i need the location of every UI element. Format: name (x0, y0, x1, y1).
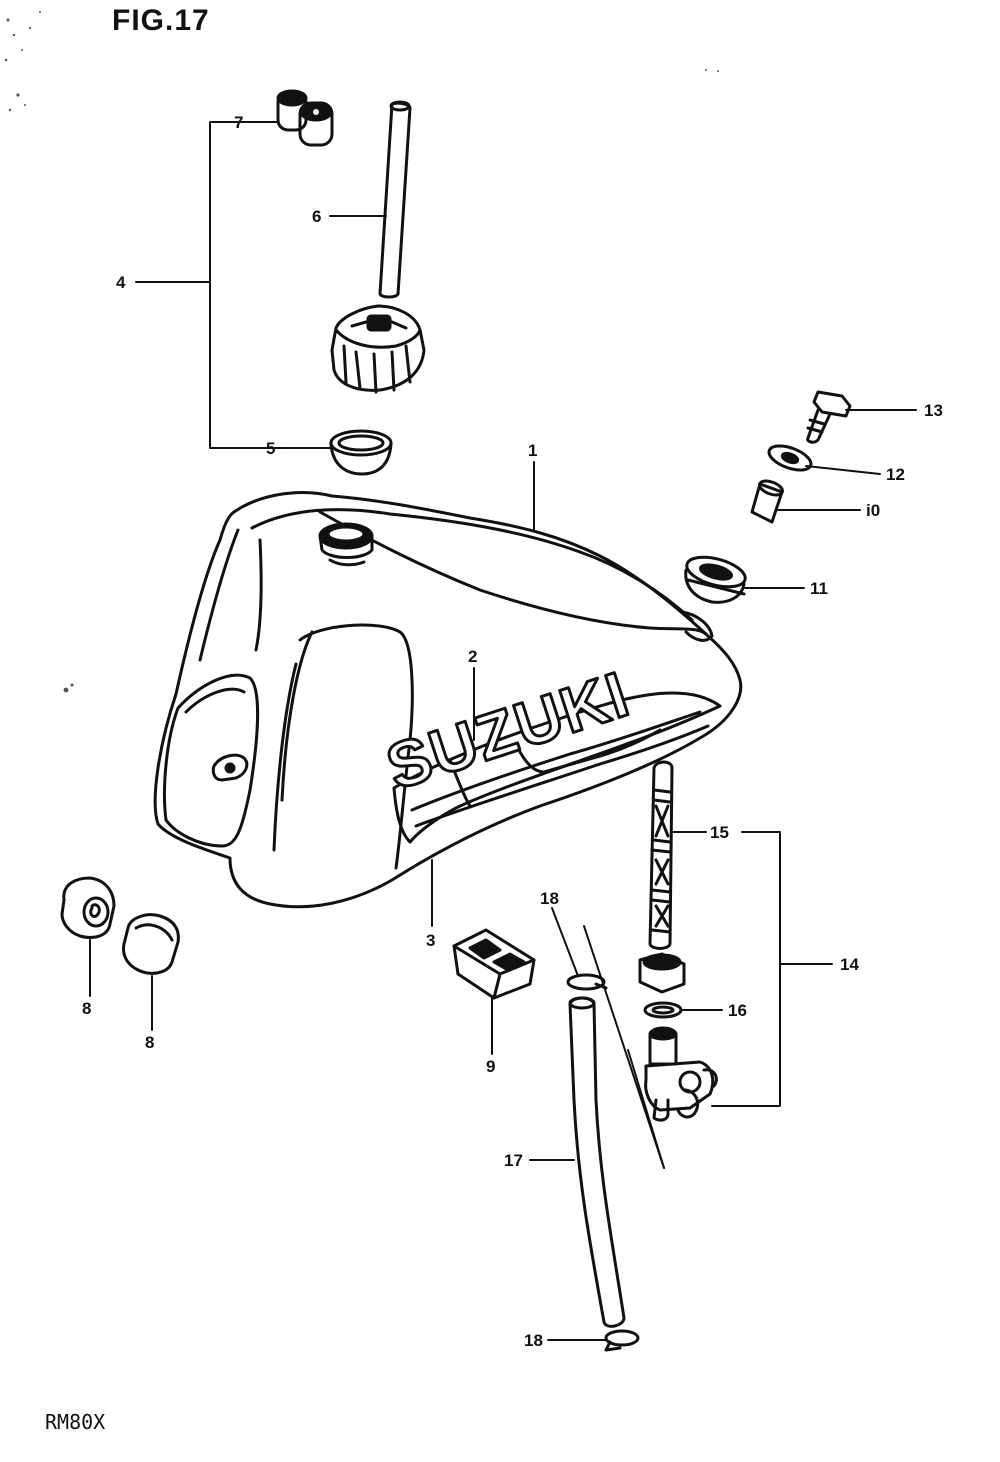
leader-lines (89, 121, 917, 1341)
model-code: RM80X (45, 1410, 106, 1434)
callout-1: 1 (528, 441, 538, 460)
part-17-fuel-hose (568, 996, 626, 1328)
callout-10: i0 (866, 501, 881, 520)
part-4-fuel-cap (330, 304, 426, 394)
callout-4: 4 (116, 273, 126, 292)
callout-9: 9 (486, 1057, 496, 1076)
part-6-breather-hose (378, 100, 412, 299)
callout-14: 14 (840, 955, 859, 974)
callout-13: 13 (924, 401, 943, 420)
part-11-grommet (684, 555, 747, 604)
scan-speckle (4, 11, 719, 693)
callout-5: 5 (266, 439, 276, 458)
callout-11: 11 (810, 579, 828, 598)
part-14-fuel-cock-body (644, 1026, 718, 1122)
part-14-fuel-cock-nut (638, 952, 686, 994)
callout-15: 15 (710, 823, 729, 842)
part-13-bolt (806, 390, 852, 444)
callout-8-right: 8 (145, 1033, 155, 1052)
callout-2: 2 (468, 647, 478, 666)
callout-6: 6 (312, 207, 322, 226)
part-16-o-ring (643, 1001, 683, 1019)
part-8-cushion-b (122, 913, 180, 975)
part-10-spacer (750, 479, 784, 524)
callout-7: 7 (234, 113, 244, 132)
callout-18-top: 18 (540, 889, 559, 908)
callout-8-left: 8 (82, 999, 92, 1018)
part-1-fuel-tank (153, 491, 743, 909)
part-15-fuel-filter (648, 760, 674, 950)
callout-16: 16 (728, 1001, 747, 1020)
part-9-tank-cushion (452, 928, 536, 1000)
part-7-breather-valve (276, 89, 334, 147)
emblem-text: SUZUKI (378, 658, 638, 804)
callout-3: 3 (426, 931, 436, 950)
part-2-suzuki-emblem: SUZUKI (377, 656, 640, 805)
part-18-hose-clamp-bottom (604, 1329, 640, 1352)
figure-title: FIG.17 (112, 4, 210, 37)
part-12-washer (767, 444, 813, 472)
callout-17: 17 (504, 1151, 523, 1170)
callout-12: 12 (886, 465, 905, 484)
part-8-cushion-a (60, 876, 116, 939)
part-5-cap-gasket (329, 429, 393, 476)
callout-18-bottom: 18 (524, 1331, 543, 1350)
